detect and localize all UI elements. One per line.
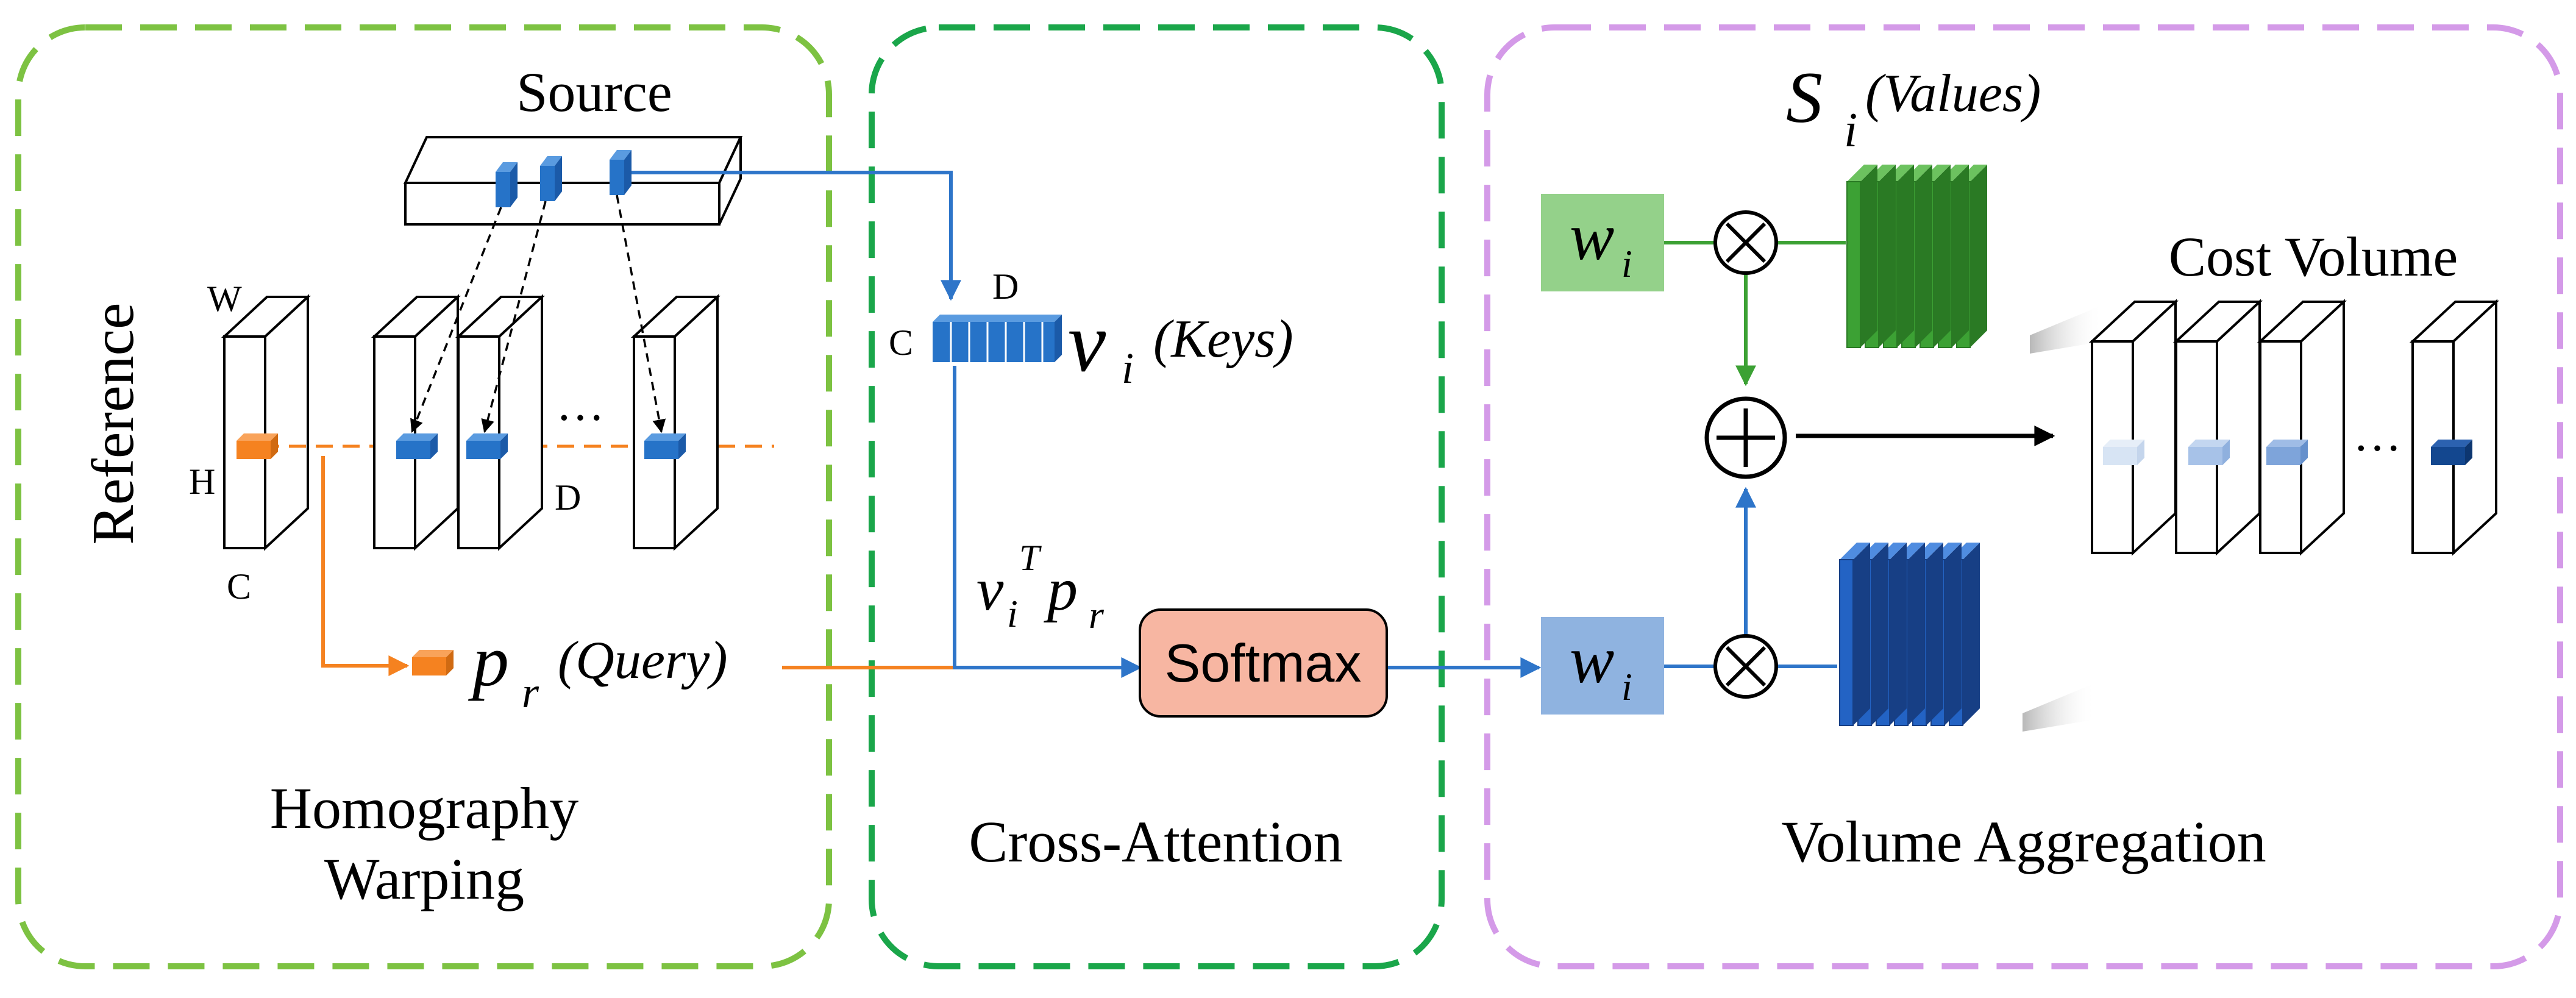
circled-times-icon <box>1713 634 1778 699</box>
values-symbol: S <box>1786 57 1823 138</box>
values-stack-blue <box>1839 543 2096 732</box>
query-subscript: r <box>522 668 539 717</box>
warped-volume-1 <box>371 294 461 551</box>
product-p: p <box>1044 555 1078 623</box>
panel-cross-attention <box>869 24 1445 969</box>
key-dim-c-label: C <box>889 323 913 363</box>
circled-plus-icon <box>1704 396 1787 479</box>
warped-volume-3 <box>630 294 721 551</box>
key-dim-d-label: D <box>992 266 1019 307</box>
reference-feature-map <box>221 294 311 551</box>
cost-volume-cubes <box>2103 440 2472 465</box>
dim-d-label: D <box>555 477 581 518</box>
values-green-shadow <box>2030 305 2103 354</box>
warping-caption-line1: Homography <box>270 775 579 841</box>
query-text: (Query) <box>558 631 728 690</box>
product-sub-r: r <box>1089 593 1105 636</box>
softmax-block: Softmax <box>1139 608 1388 718</box>
dim-w-label: W <box>207 279 242 319</box>
warped-volume-2 <box>455 294 546 551</box>
cost-volume-ellipsis: ··· <box>2353 422 2402 476</box>
cost-volume-slice-3 <box>2257 299 2347 556</box>
warped-feature-cubes <box>396 433 686 459</box>
softmax-label: Softmax <box>1165 633 1362 693</box>
query-arrow <box>321 456 410 676</box>
keys-block <box>933 315 1062 362</box>
cost-volume <box>2088 299 2500 556</box>
source-feature-slab <box>403 136 743 226</box>
weight-blue-subscript: i <box>1621 665 1632 708</box>
weight-green-subscript: i <box>1621 242 1632 285</box>
weight-box-blue <box>1541 617 1664 715</box>
cost-volume-label: Cost Volume <box>2169 226 2458 288</box>
key-symbol: v <box>1068 295 1106 390</box>
reference-query-cube <box>237 433 278 459</box>
cost-volume-slice-4 <box>2409 299 2500 556</box>
warped-ellipsis: ··· <box>556 391 605 445</box>
attention-caption: Cross-Attention <box>969 809 1342 874</box>
values-text: (Values) <box>1865 64 2041 123</box>
values-blue-slab <box>1839 543 1870 726</box>
reference-label: Reference <box>80 302 146 544</box>
dim-c-label: C <box>227 566 251 607</box>
weight-green-symbol: w <box>1570 199 1614 274</box>
projection-arrows <box>410 194 666 433</box>
cost-volume-slice-2 <box>2172 299 2263 556</box>
keys-to-softmax-arrow <box>953 366 1142 678</box>
panel-homography-warping <box>15 24 832 969</box>
query-symbol: p <box>468 620 509 701</box>
key-text: (Keys) <box>1153 310 1293 369</box>
values-stack-green <box>1846 165 2103 354</box>
key-subscript: i <box>1122 344 1134 393</box>
weight-box-green <box>1541 194 1664 291</box>
aggregation-caption: Volume Aggregation <box>1781 809 2266 874</box>
product-sup-t: T <box>1019 538 1042 578</box>
product-sub-i: i <box>1007 592 1018 635</box>
warping-caption-line2: Warping <box>324 846 524 911</box>
panel-volume-aggregation <box>1484 24 2563 969</box>
values-green-slab <box>1846 165 1877 348</box>
attention-product-label: v i T p r <box>977 538 1105 636</box>
values-subscript: i <box>1844 104 1857 157</box>
cost-volume-slice-1 <box>2088 299 2179 556</box>
source-feature-vectors <box>496 150 632 207</box>
query-cube <box>412 650 454 675</box>
dim-h-label: H <box>189 462 215 502</box>
source-label: Source <box>516 61 672 123</box>
weight-blue-symbol: w <box>1570 622 1614 697</box>
product-v: v <box>977 555 1004 623</box>
values-blue-shadow <box>2023 683 2096 732</box>
source-to-keys-arrow <box>632 171 961 301</box>
circled-times-icon <box>1713 210 1778 275</box>
